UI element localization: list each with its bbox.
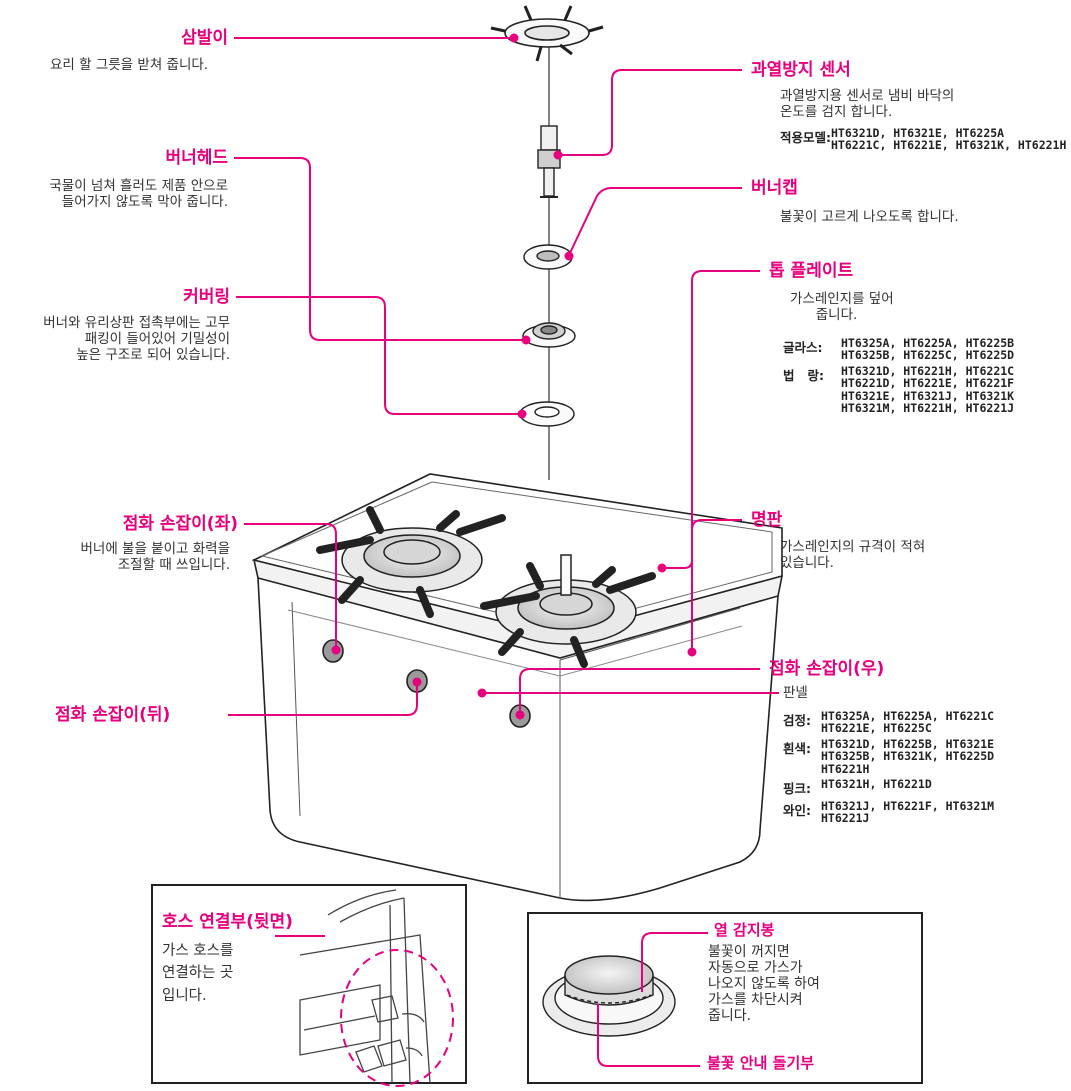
right-burner	[480, 554, 656, 668]
model-row-label: 검정:	[783, 713, 811, 728]
cover-ring-part-drawing	[522, 322, 576, 348]
hose-inset-description: 가스 호스를 연결하는 곳 입니다.	[162, 943, 234, 1004]
left-knob-title: 점화 손잡이(좌)	[122, 514, 238, 534]
thermo-rod-title: 열 감지봉	[714, 921, 775, 939]
model-row-label: 법 랑:	[783, 367, 825, 383]
sensor-description: 과열방지용 센서로 냄비 바닥의 온도를 검지 합니다.	[780, 88, 955, 120]
burner-head-title: 버너헤드	[165, 148, 228, 168]
sensor-title: 과열방지 센서	[751, 60, 851, 80]
panel-label: 판넬	[783, 685, 808, 701]
burner-head-ring-drawing	[519, 401, 575, 427]
top-plate-description: 가스레인지를 덮어 줍니다.	[790, 291, 894, 323]
model-row-label: 와인:	[783, 803, 811, 819]
top-plate-title: 톱 플레이트	[769, 261, 854, 281]
model-row-list: HT6325A, HT6225A, HT6225B HT6325B, HT622…	[841, 336, 1015, 363]
cover-ring-title: 커버링	[183, 287, 230, 307]
panel-models: 검정: HT6325A, HT6225A, HT6221C HT6221E, HT…	[783, 710, 994, 828]
model-row: 핑크: HT6321H, HT6221D	[783, 778, 994, 797]
top-plate-models: 글라스: HT6325A, HT6225A, HT6225B HT6325B, H…	[783, 337, 1014, 417]
sensor-models-label: 적용모델:	[780, 130, 831, 145]
burner-cap-part-drawing	[523, 244, 573, 270]
cover-ring-description: 버너와 유리상판 접촉부에는 고무 패킹이 들어있어 기밀성이 높은 구조로 되…	[43, 315, 230, 363]
model-row: 와인: HT6321J, HT6221F, HT6321M HT6221J	[783, 800, 994, 825]
model-row-label: 글라스:	[783, 340, 823, 355]
model-row: 법 랑: HT6321D, HT6221H, HT6221C HT6221D, H…	[783, 365, 1014, 415]
sensor-models-list: HT6321D, HT6321E, HT6225A HT6221C, HT622…	[831, 126, 1067, 153]
model-row-label: 흰색:	[783, 740, 811, 756]
sensor-part-drawing	[537, 125, 561, 198]
nameplate-description: 가스레인지의 규격이 적혀 있습니다.	[780, 539, 926, 571]
nameplate-title: 명판	[751, 510, 783, 530]
model-row-label: 핑크:	[783, 781, 811, 797]
flame-guide-title: 불꽃 안내 돌기부	[707, 1054, 815, 1072]
sensor-models: 적용모델:HT6321D, HT6321E, HT6225A HT6221C, …	[780, 127, 1066, 152]
left-burner	[316, 506, 506, 618]
thermo-rod-description: 불꽃이 꺼지면 자동으로 가스가 나오지 않도록 하여 가스를 차단시켜 줍니다…	[708, 944, 820, 1025]
trivet-description: 요리 할 그릇을 받쳐 줍니다.	[50, 57, 209, 73]
right-knob-title: 점화 손잡이(우)	[769, 659, 885, 679]
trivet-title: 삼발이	[181, 28, 228, 48]
hose-inset-title: 호스 연결부(뒷면)	[162, 912, 293, 932]
model-row: 흰색: HT6321D, HT6225B, HT6321E HT6325B, HT…	[783, 738, 994, 775]
trivet-part-drawing	[490, 5, 604, 62]
leader-lines	[228, 33, 779, 720]
thermo-inset-frame	[527, 912, 923, 1084]
model-row-list: HT6321D, HT6225B, HT6321E HT6325B, HT632…	[821, 736, 995, 776]
back-knob-title: 점화 손잡이(뒤)	[55, 705, 171, 725]
model-row: 검정: HT6325A, HT6225A, HT6221C HT6221E, HT…	[783, 710, 994, 735]
model-row: 글라스: HT6325A, HT6225A, HT6225B HT6325B, H…	[783, 337, 1014, 362]
burner-cap-description: 불꽃이 고르게 나오도록 합니다.	[780, 209, 959, 225]
gas-range-body	[251, 473, 783, 902]
burner-head-description: 국물이 넘쳐 흘러도 제품 안으로 들어가지 않도록 막아 줍니다.	[49, 178, 228, 210]
burner-cap-title: 버너캡	[751, 178, 798, 198]
model-row-list: HT6325A, HT6225A, HT6221C HT6221E, HT622…	[821, 709, 995, 736]
model-row-list: HT6321H, HT6221D	[821, 777, 932, 792]
model-row-list: HT6321D, HT6221H, HT6221C HT6221D, HT622…	[841, 363, 1015, 416]
left-knob-description: 버너에 불을 붙이고 화력을 조절할 때 쓰입니다.	[80, 541, 231, 573]
hose-inset-frame	[151, 884, 467, 1087]
model-row-list: HT6321J, HT6221F, HT6321M HT6221J	[821, 799, 995, 826]
